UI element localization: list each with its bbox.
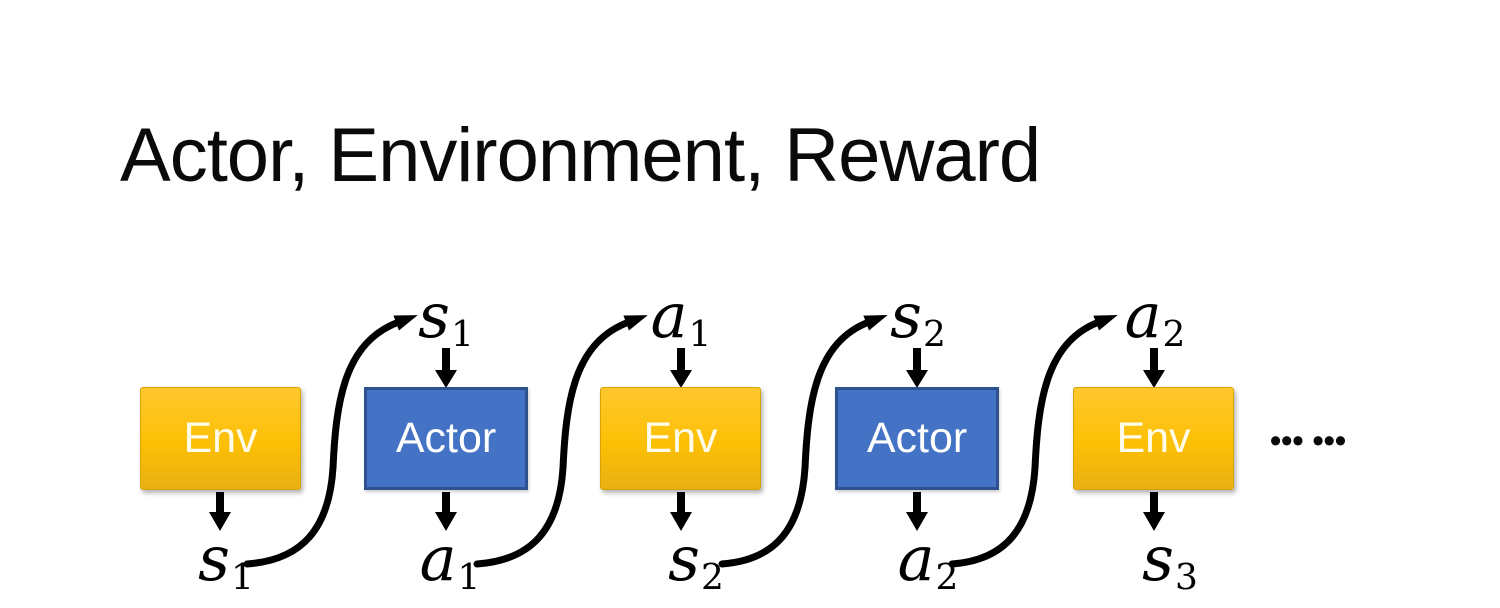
label-top-s1-base: s bbox=[418, 279, 450, 352]
down-arrow-out-actor1 bbox=[435, 492, 457, 531]
env-box-1: Env bbox=[140, 387, 301, 490]
label-top-a1-sub: 1 bbox=[688, 313, 712, 355]
down-arrow-into-env3 bbox=[1143, 348, 1165, 388]
down-arrow-out-env1 bbox=[209, 492, 231, 531]
label-bottom-a1-base: a bbox=[419, 522, 457, 595]
env-box-3: Env bbox=[1073, 387, 1234, 490]
curved-arrow-a2 bbox=[948, 314, 1118, 568]
curved-arrow-s2 bbox=[718, 314, 888, 568]
down-arrow-into-env2 bbox=[670, 348, 692, 388]
down-arrow-into-actor1 bbox=[435, 348, 457, 388]
label-bottom-a2-sub: 2 bbox=[935, 556, 959, 598]
label-top-s1: s1 bbox=[418, 285, 474, 366]
env-box-2: Env bbox=[600, 387, 761, 490]
label-top-a1-base: a bbox=[650, 279, 688, 352]
down-arrow-out-actor2 bbox=[906, 492, 928, 531]
label-bottom-s3: s3 bbox=[1142, 528, 1198, 608]
env-box-1-label: Env bbox=[183, 414, 258, 462]
down-arrow-into-actor2 bbox=[906, 348, 928, 388]
label-bottom-s2-base: s bbox=[668, 522, 700, 595]
env-box-3-label: Env bbox=[1116, 414, 1191, 462]
label-bottom-s2: s2 bbox=[668, 528, 724, 608]
actor-box-1-label: Actor bbox=[395, 414, 497, 462]
label-bottom-s1-sub: 1 bbox=[230, 556, 254, 598]
curved-arrow-a1 bbox=[473, 315, 648, 568]
down-arrow-out-env2 bbox=[670, 492, 692, 531]
label-top-a1: a1 bbox=[651, 285, 712, 366]
label-top-s1-sub: 1 bbox=[450, 313, 474, 355]
label-bottom-a1: a1 bbox=[420, 528, 481, 608]
page-title: Actor, Environment, Reward bbox=[120, 113, 1041, 198]
actor-box-2-label: Actor bbox=[866, 414, 968, 462]
label-top-a2-sub: 2 bbox=[1162, 313, 1186, 355]
label-top-s2-base: s bbox=[890, 279, 922, 352]
label-bottom-s3-base: s bbox=[1142, 522, 1174, 595]
env-box-2-label: Env bbox=[643, 414, 718, 462]
label-bottom-a2: a2 bbox=[898, 528, 959, 608]
label-top-s2: s2 bbox=[890, 285, 946, 366]
label-top-a2: a2 bbox=[1125, 285, 1186, 366]
curved-arrow-s1 bbox=[243, 315, 418, 568]
label-bottom-a1-sub: 1 bbox=[457, 556, 481, 598]
label-bottom-s2-sub: 2 bbox=[700, 556, 724, 598]
actor-box-1: Actor bbox=[364, 387, 528, 490]
down-arrow-out-env3 bbox=[1143, 492, 1165, 531]
label-top-s2-sub: 2 bbox=[922, 313, 946, 355]
label-bottom-s1-base: s bbox=[198, 522, 230, 595]
ellipsis: ••• ••• bbox=[1269, 422, 1347, 459]
label-bottom-a2-base: a bbox=[897, 522, 935, 595]
label-bottom-s3-sub: 3 bbox=[1174, 556, 1198, 598]
label-bottom-s1: s1 bbox=[198, 528, 254, 608]
actor-box-2: Actor bbox=[835, 387, 999, 490]
label-top-a2-base: a bbox=[1124, 279, 1162, 352]
